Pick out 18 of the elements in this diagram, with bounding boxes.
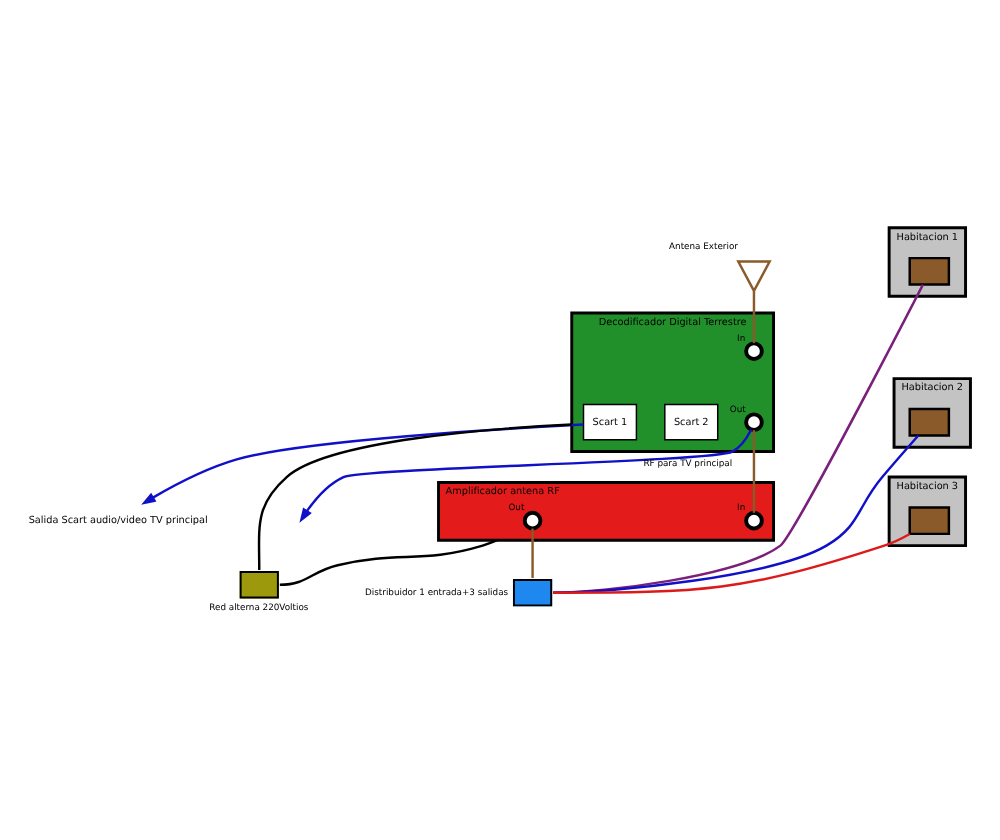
- connector: [752, 291, 756, 344]
- connector: [531, 528, 534, 578]
- node-circle: [744, 510, 764, 531]
- connector: [752, 430, 756, 513]
- connector: [553, 434, 920, 594]
- connector: [553, 532, 911, 594]
- node-box: [908, 407, 951, 437]
- connector: [553, 284, 925, 594]
- connector: [257, 423, 572, 571]
- node-box: [908, 506, 951, 536]
- node-picture: [736, 260, 772, 294]
- arrow: [299, 429, 753, 523]
- node-box: [908, 256, 951, 286]
- arrow: [141, 423, 584, 505]
- node-circle: [744, 412, 764, 432]
- connector: [279, 539, 498, 587]
- node-circle: [744, 341, 764, 361]
- node-circle: [522, 510, 543, 531]
